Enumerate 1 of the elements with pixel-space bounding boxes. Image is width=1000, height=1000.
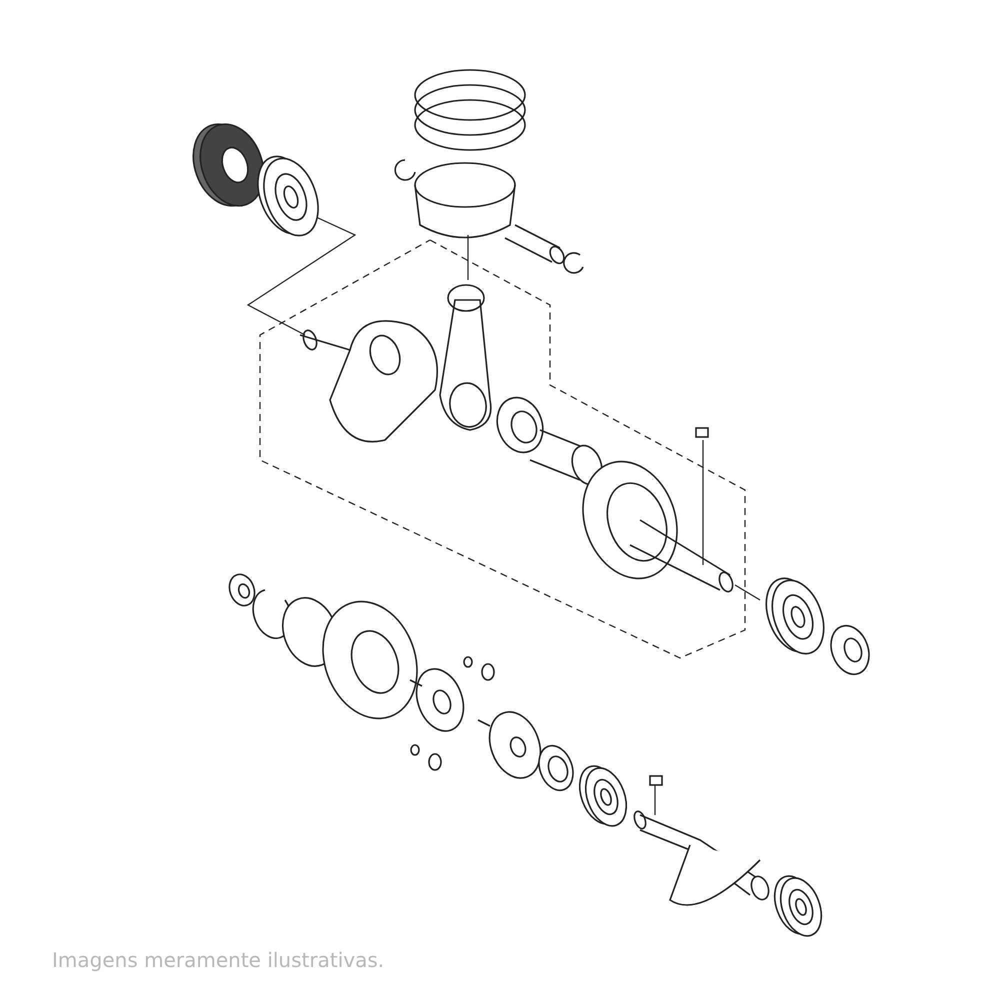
disclaimer-caption: Imagens meramente ilustrativas. (52, 948, 384, 972)
